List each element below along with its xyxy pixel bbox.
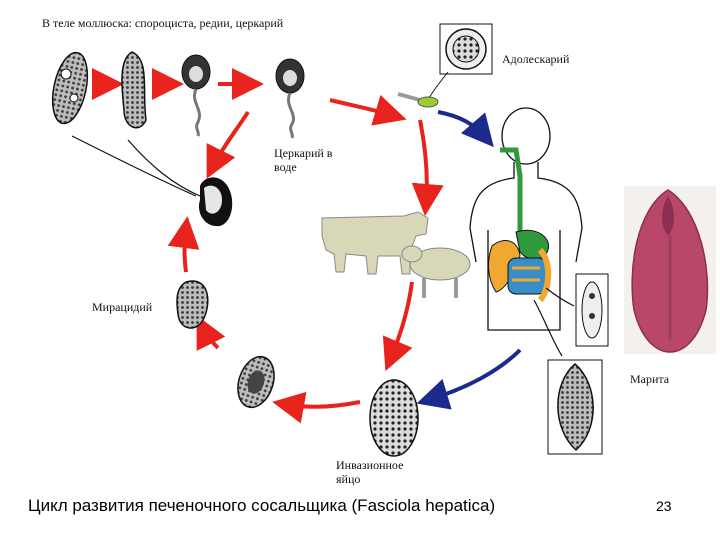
mollusk-stages-label: В теле моллюска: спороциста, редии, церк…: [42, 16, 284, 30]
arrow-cycle: [382, 281, 414, 372]
cercaria-water-icon: [275, 58, 305, 139]
young-fluke-icon: [575, 273, 609, 347]
marita-icon: [547, 359, 603, 455]
arrow-cycle: [206, 110, 250, 179]
pointer-line: [427, 71, 449, 101]
pointer-line: [127, 139, 201, 197]
cercaria-water-label: Церкарий в воде: [274, 146, 332, 174]
pointer-line: [545, 287, 575, 307]
arrow-cycle: [167, 216, 200, 273]
redia-icon: [121, 51, 147, 129]
miracidium-label: Мирацидий: [92, 300, 153, 314]
egg-icon: [237, 355, 275, 409]
spoon-icon: [397, 92, 439, 108]
arrow-cycle: [329, 94, 407, 126]
figure-caption: Цикл развития печеночного сосальщика (Fa…: [28, 496, 496, 515]
sporocyst-icon: [51, 51, 89, 125]
arrow-cycle: [196, 315, 226, 352]
intestine-icon: [507, 247, 552, 303]
cercaria-icon: [181, 54, 211, 137]
cow-icon: [321, 211, 429, 275]
adolescaria-label: Адолескарий: [502, 52, 570, 66]
page-number: 23: [656, 498, 672, 514]
human-host-icon: [469, 107, 583, 331]
pointer-line: [533, 299, 563, 357]
invasive-egg-line-1: Инвазионное: [336, 458, 404, 472]
invasive-egg-line-2: яйцо: [336, 472, 361, 486]
arrow-cycle: [411, 119, 444, 216]
cercaria-water-line-2: воде: [274, 160, 297, 174]
pointer-line: [71, 135, 197, 197]
cercaria-water-line-1: Церкарий в: [274, 146, 333, 160]
invasive-egg-icon: [369, 379, 419, 457]
snail-icon: [198, 177, 233, 227]
marita-photo: [624, 186, 716, 354]
arrow-to-egg: [416, 348, 522, 410]
adolescaria-icon: [439, 23, 493, 75]
sheep-icon: [401, 245, 471, 298]
arrow-cycle: [272, 391, 361, 424]
miracidium-icon: [176, 280, 209, 329]
marita-label: Марита: [630, 372, 670, 386]
arrow-to-host: [437, 110, 494, 148]
invasive-egg-label: Инвазионное яйцо: [336, 458, 403, 486]
